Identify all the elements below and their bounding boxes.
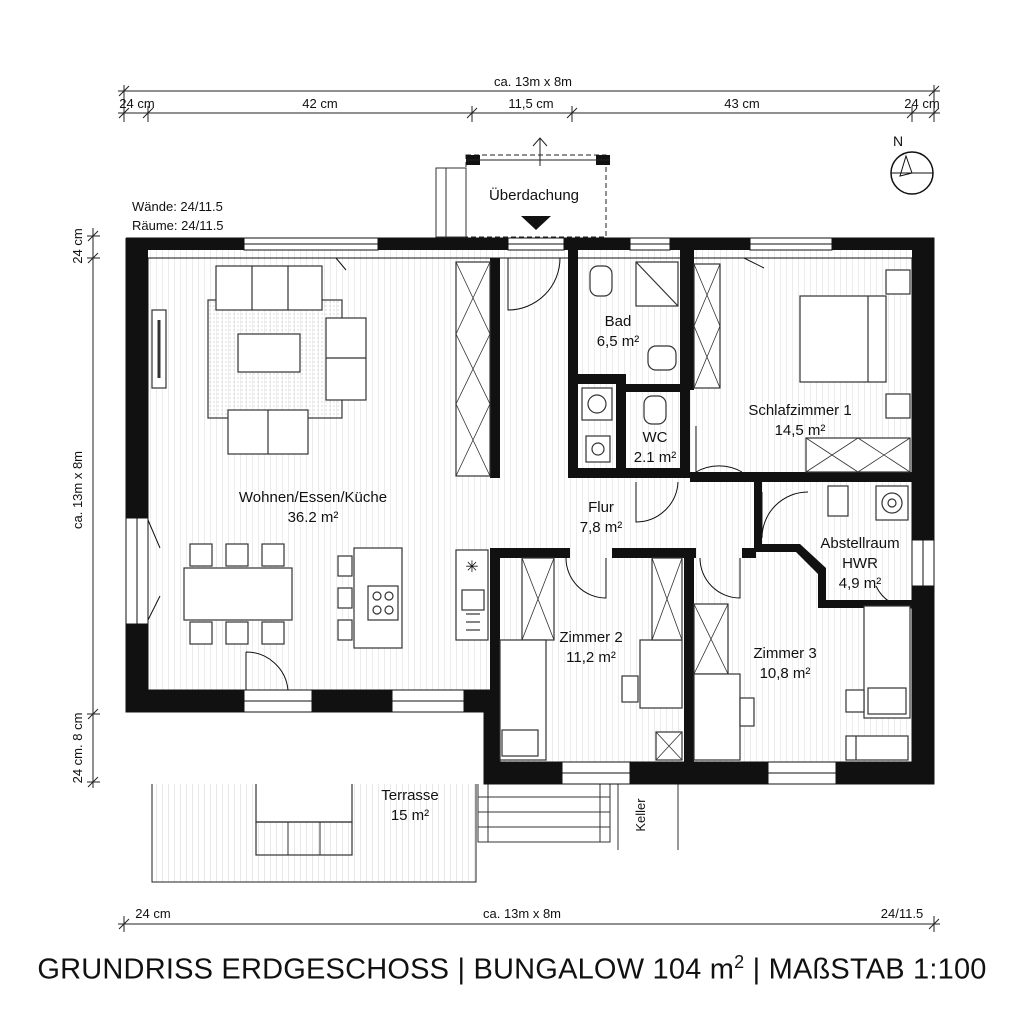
hall-area: 7,8 m² — [580, 519, 623, 536]
top-dimension-segment-2: 42 cm — [302, 96, 337, 111]
terrace-name: Terrasse — [381, 787, 439, 804]
storage-name-hwr: HWR — [842, 555, 878, 572]
left-top-dimension: 24 cm — [70, 228, 85, 263]
top-dimension-segment-3: 11,5 cm — [508, 96, 553, 111]
title-scale: | MAßSTAB 1:100 — [744, 953, 987, 986]
wc-area: 2.1 m² — [634, 449, 677, 466]
bath-name: Bad — [605, 313, 632, 330]
doors — [147, 257, 913, 691]
window-panes — [136, 243, 924, 774]
storage-name: Abstellraum — [820, 535, 899, 552]
room2-furniture — [499, 557, 683, 761]
storage-area: 4,9 m² — [839, 575, 882, 592]
bottom-right-dimension: 24/11.5 — [881, 906, 923, 921]
interior-walls — [490, 238, 912, 762]
storage-fixtures — [827, 485, 909, 521]
living-room-area: 36.2 m² — [288, 509, 339, 526]
bedroom1-area: 14,5 m² — [775, 422, 826, 439]
title-superscript: 2 — [734, 952, 745, 972]
bottom-dimension-line — [118, 916, 940, 932]
wc-name: WC — [643, 429, 668, 446]
cellar-stairs — [477, 781, 679, 850]
bath-fixtures — [581, 261, 679, 463]
canopy-label: Überdachung — [489, 186, 579, 204]
hall-name: Flur — [588, 499, 614, 516]
fridge-icon: ✳ — [465, 559, 478, 576]
living-room-name: Wohnen/Essen/Küche — [239, 489, 387, 506]
left-overall-dimension: ca. 13m x 8m — [70, 451, 85, 529]
left-dimension-line — [87, 228, 100, 788]
room2-name: Zimmer 2 — [559, 629, 622, 646]
compass-north-label: N — [893, 133, 903, 149]
room3-name: Zimmer 3 — [753, 645, 816, 662]
top-dimension-segment-5: 24 cm — [904, 96, 939, 111]
rooms-note: Räume: 24/11.5 — [132, 218, 224, 233]
bedroom1-name: Schlafzimmer 1 — [748, 402, 851, 419]
walls-note: Wände: 24/11.5 — [132, 199, 223, 214]
room2-area: 11,2 m² — [566, 649, 616, 666]
cellar-label: Keller — [633, 798, 648, 832]
bedroom1-furniture — [693, 263, 911, 473]
top-dimension-segment-4: 43 cm — [724, 96, 759, 111]
title-main: GRUNDRISS ERDGESCHOSS | BUNGALOW 104 m — [37, 953, 735, 986]
north-compass-icon — [890, 151, 934, 195]
terrace-area: 15 m² — [391, 807, 429, 824]
living-furniture — [151, 261, 491, 649]
left-bottom-dimension: 24 cm. 8 cm — [70, 713, 85, 784]
bath-area: 6,5 m² — [597, 333, 640, 350]
room3-area: 10,8 m² — [760, 665, 811, 682]
top-overall-dimension: ca. 13m x 8m — [494, 74, 572, 89]
top-dimension-line — [118, 85, 940, 122]
top-dimension-segment-1: 24 cm — [119, 96, 154, 111]
outside-area — [126, 710, 484, 784]
entrance-canopy — [435, 137, 610, 238]
room3-furniture — [693, 603, 911, 761]
bottom-overall-dimension: ca. 13m x 8m — [483, 906, 561, 921]
bottom-left-dimension: 24 cm — [135, 906, 170, 921]
plan-title: GRUNDRISS ERDGESCHOSS | BUNGALOW 104 m2 … — [0, 952, 1024, 987]
